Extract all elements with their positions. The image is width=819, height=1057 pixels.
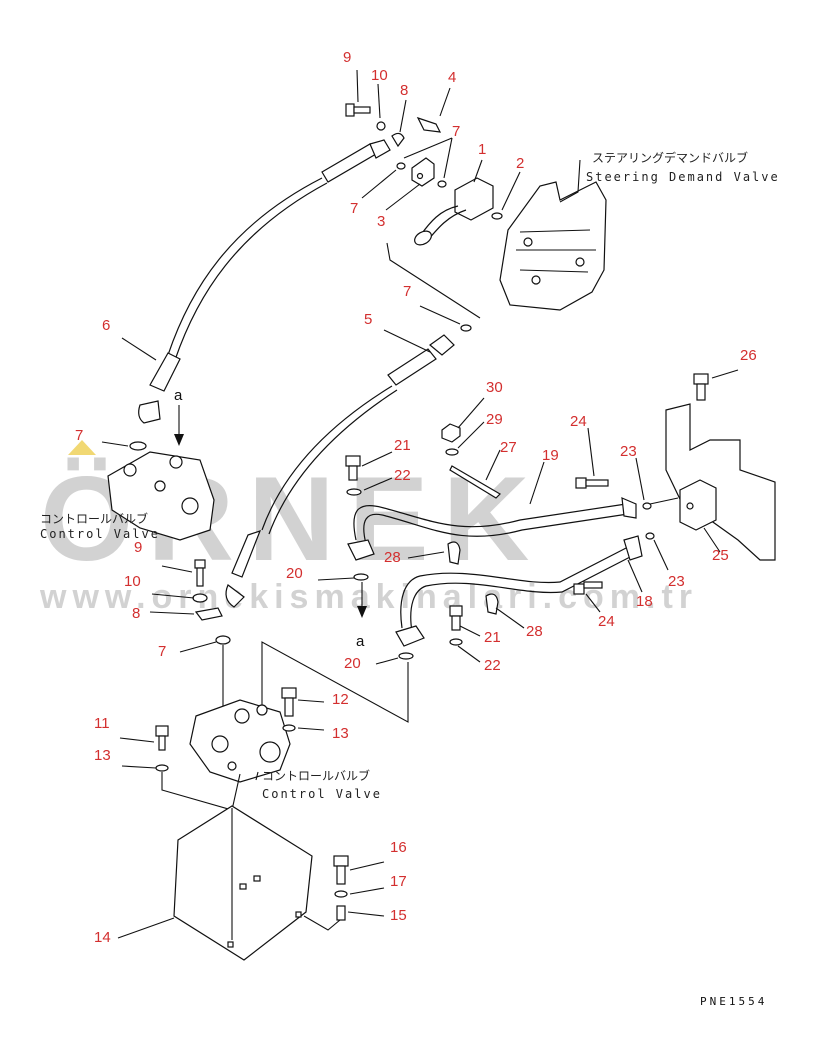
elbow-tube-1 bbox=[414, 177, 494, 246]
callout-9-mid: 9 bbox=[134, 539, 142, 556]
callout-22-b: 22 bbox=[484, 657, 501, 674]
o-ring-23-b bbox=[645, 532, 655, 540]
tube-18 bbox=[395, 535, 643, 647]
callout-8-top: 8 bbox=[400, 82, 408, 99]
callout-4: 4 bbox=[448, 69, 456, 86]
control-valve-1-label-en: Control Valve bbox=[40, 527, 160, 541]
o-ring-23-a bbox=[642, 502, 652, 510]
callout-1: 1 bbox=[478, 141, 486, 158]
callout-20-b: 20 bbox=[344, 655, 361, 672]
clip-28-b bbox=[485, 593, 499, 615]
callout-17: 17 bbox=[390, 873, 407, 890]
bracket-26 bbox=[665, 369, 776, 561]
callout-21-a: 21 bbox=[394, 437, 411, 454]
o-ring-7-c bbox=[460, 324, 472, 332]
callout-30: 30 bbox=[486, 379, 503, 396]
block-25 bbox=[679, 479, 717, 531]
callout-23-b: 23 bbox=[668, 573, 685, 590]
callout-10-top: 10 bbox=[371, 67, 388, 84]
hose-5 bbox=[225, 324, 472, 608]
callout-27: 27 bbox=[500, 439, 517, 456]
o-ring-2 bbox=[491, 212, 503, 220]
callout-9-top: 9 bbox=[343, 49, 351, 66]
steering-valve-label-en: Steering Demand Valve bbox=[586, 170, 780, 184]
control-valve-upper: コントロールバルブ Control Valve bbox=[40, 405, 215, 541]
callout-24-a: 24 bbox=[570, 413, 587, 430]
callout-16: 16 bbox=[390, 839, 407, 856]
callout-19: 19 bbox=[542, 447, 559, 464]
steering-valve-label-jp: ステアリングデマンドバルブ bbox=[592, 150, 748, 165]
callout-26: 26 bbox=[740, 347, 757, 364]
callout-11: 11 bbox=[94, 715, 110, 732]
flange-block-3 bbox=[411, 157, 435, 187]
control-valve-1-label-jp: コントロールバルブ bbox=[40, 511, 148, 526]
callout-29: 29 bbox=[486, 411, 503, 428]
callout-28-a: 28 bbox=[384, 549, 401, 566]
upper-hose-assembly bbox=[121, 69, 521, 608]
callouts: 9 10 8 4 7 1 2 7 3 7 5 6 a 7 30 29 26 24… bbox=[75, 49, 757, 946]
callout-7-a: 7 bbox=[452, 123, 460, 140]
strap-27 bbox=[449, 465, 501, 499]
callout-10-mid: 10 bbox=[124, 573, 141, 590]
cover-plate-14 bbox=[117, 805, 385, 961]
callout-5: 5 bbox=[364, 311, 372, 328]
clip-28-a bbox=[447, 541, 461, 565]
callout-13-a: 13 bbox=[332, 725, 349, 742]
washer-29 bbox=[445, 448, 459, 456]
nut-30 bbox=[441, 423, 461, 443]
washer-10-top bbox=[376, 121, 386, 131]
callout-2: 2 bbox=[516, 155, 524, 172]
callout-23-a: 23 bbox=[620, 443, 637, 460]
callout-13-b: 13 bbox=[94, 747, 111, 764]
callout-21-b: 21 bbox=[484, 629, 501, 646]
hose-6 bbox=[138, 139, 391, 424]
callout-15: 15 bbox=[390, 907, 407, 924]
bolt-9-top bbox=[345, 103, 371, 117]
left-middle-fittings bbox=[149, 559, 231, 708]
callout-7-b: 7 bbox=[350, 200, 358, 217]
right-tube-assembly bbox=[261, 369, 776, 723]
control-valve-lower: コントロールバルブ Control Valve bbox=[119, 687, 382, 811]
control-valve-2-label-en: Control Valve bbox=[262, 787, 382, 801]
o-ring-7-d bbox=[129, 441, 147, 451]
callout-25: 25 bbox=[712, 547, 729, 564]
callout-6: 6 bbox=[102, 317, 110, 334]
callout-7-e: 7 bbox=[158, 643, 166, 660]
adapter-4 bbox=[416, 116, 442, 133]
callout-7-c: 7 bbox=[403, 283, 411, 300]
callout-28-b: 28 bbox=[526, 623, 543, 640]
callout-7-d: 7 bbox=[75, 427, 83, 444]
callout-3: 3 bbox=[377, 213, 385, 230]
callout-a-top: a bbox=[174, 387, 183, 404]
callout-14: 14 bbox=[94, 929, 111, 946]
callout-12: 12 bbox=[332, 691, 349, 708]
clamp-8-top bbox=[391, 132, 405, 148]
steering-demand-valve: ステアリングデマンドバルブ Steering Demand Valve bbox=[499, 150, 780, 311]
callout-a-bottom: a bbox=[356, 633, 365, 650]
o-ring-7-a bbox=[396, 162, 406, 170]
tube-19 bbox=[347, 497, 637, 561]
drawing-code: PNE1554 bbox=[700, 995, 767, 1008]
callout-22-a: 22 bbox=[394, 467, 411, 484]
o-ring-7-b bbox=[437, 180, 447, 188]
callout-24-b: 24 bbox=[598, 613, 615, 630]
callout-20-a: 20 bbox=[286, 565, 303, 582]
callout-8-mid: 8 bbox=[132, 605, 140, 622]
callout-18: 18 bbox=[636, 593, 653, 610]
control-valve-2-label-jp: コントロールバルブ bbox=[262, 768, 370, 783]
